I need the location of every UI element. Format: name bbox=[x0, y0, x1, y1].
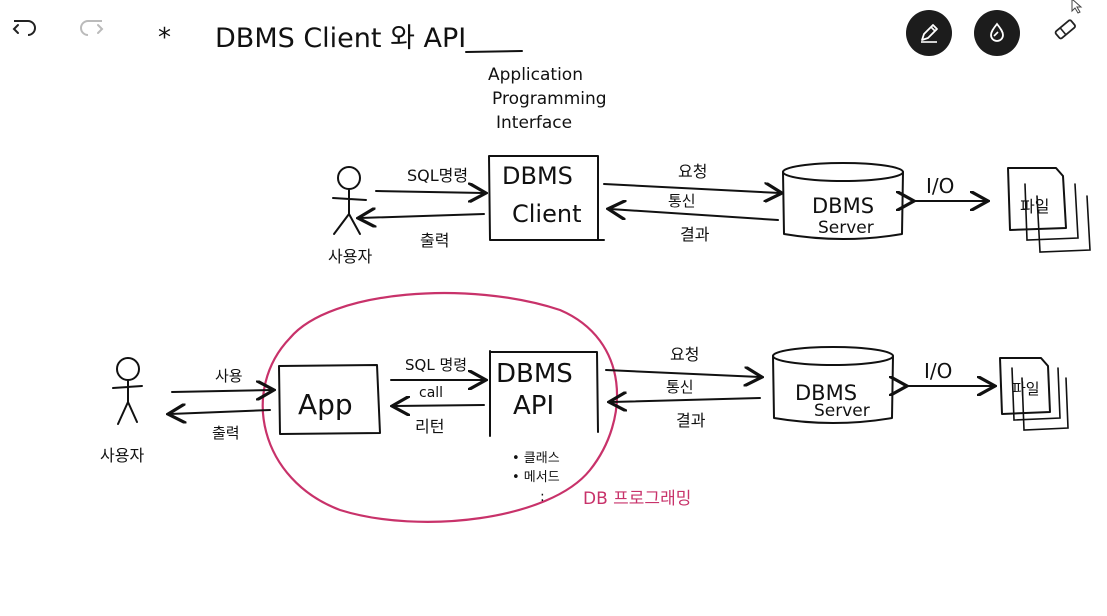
row2-ellipsis: : bbox=[540, 489, 545, 505]
row1-result-label: 결과 bbox=[680, 225, 710, 244]
eraser-icon bbox=[1054, 19, 1076, 40]
row2-arrow-to-api-result bbox=[611, 398, 761, 402]
row1-server-line1: DBMS bbox=[812, 194, 874, 218]
undo-icon bbox=[12, 20, 36, 36]
db-programming-label: DB 프로그래밍 bbox=[583, 489, 691, 509]
cursor-icon bbox=[1071, 0, 1083, 14]
api-expansion-2: Programming bbox=[492, 89, 607, 109]
row2-request-label: 요청 bbox=[670, 345, 699, 364]
row2-sql-command-label: SQL 명령 bbox=[405, 356, 467, 374]
row2-result-label: 결과 bbox=[676, 411, 706, 430]
row2-server-line1: DBMS bbox=[795, 381, 857, 405]
row2-use-label: 사용 bbox=[215, 367, 243, 385]
api-expansion-3: Interface bbox=[496, 113, 572, 133]
row1-user-figure bbox=[332, 166, 367, 235]
row1-output-label: 출력 bbox=[420, 231, 449, 250]
row1-sql-command-label: SQL명령 bbox=[407, 166, 468, 185]
row1-client-line1: DBMS bbox=[502, 162, 573, 190]
row2-user-figure bbox=[112, 357, 143, 425]
row2-api-line1: DBMS bbox=[496, 359, 573, 389]
row1-request-label: 요청 bbox=[678, 162, 707, 181]
title-underline bbox=[465, 50, 523, 53]
page-title: DBMS Client 와 API bbox=[215, 23, 466, 54]
row2-method-bullet: • 메서드 bbox=[512, 470, 560, 485]
row2-arrow-return bbox=[394, 405, 485, 406]
eraser-tool-button[interactable] bbox=[1050, 14, 1080, 44]
row1-server-line2: Server bbox=[818, 218, 874, 238]
row2-comm-label: 통신 bbox=[666, 378, 694, 396]
redo-icon bbox=[80, 20, 104, 36]
row1-arrow-to-user bbox=[360, 214, 485, 218]
highlighter-tool-button[interactable] bbox=[974, 10, 1020, 56]
row2-dbms-api-box bbox=[489, 350, 599, 437]
row1-arrow-to-server bbox=[603, 184, 780, 193]
row1-arrow-to-client-result bbox=[610, 209, 779, 221]
row2-dbms-server-cylinder bbox=[772, 346, 894, 424]
row2-class-bullet: • 클래스 bbox=[512, 451, 560, 466]
row2-arrow-to-user bbox=[170, 410, 271, 414]
row1-file-label: 파일 bbox=[1020, 197, 1049, 216]
row2-server-line2: Server bbox=[814, 401, 870, 421]
row2-arrow-to-server bbox=[605, 370, 760, 377]
row2-file-label: 파일 bbox=[1012, 380, 1040, 398]
title-bullet: * bbox=[158, 23, 171, 53]
row1-io-label: I/O bbox=[926, 174, 954, 198]
api-expansion-1: Application bbox=[488, 65, 583, 85]
row2-return-label: 리턴 bbox=[415, 417, 444, 436]
row2-app-box bbox=[278, 364, 381, 435]
row2-output-label: 출력 bbox=[212, 424, 240, 442]
row2-app-label: App bbox=[298, 388, 353, 421]
highlighter-icon bbox=[990, 22, 1004, 42]
row1-file-stack bbox=[1007, 167, 1091, 253]
pen-tool-button[interactable] bbox=[906, 10, 952, 56]
undo-button[interactable] bbox=[10, 14, 40, 44]
row2-api-line2: API bbox=[513, 391, 554, 421]
row1-client-line2: Client bbox=[512, 200, 581, 228]
row1-dbms-server-cylinder bbox=[782, 162, 904, 240]
row1-user-label: 사용자 bbox=[328, 247, 372, 266]
redo-button[interactable] bbox=[76, 14, 106, 44]
row2-call-label: call bbox=[419, 385, 443, 401]
row1-dbms-client-box bbox=[488, 155, 605, 241]
row2-file-stack bbox=[999, 357, 1069, 431]
row2-user-label: 사용자 bbox=[100, 446, 144, 465]
row1-comm-label: 통신 bbox=[668, 192, 696, 210]
row2-arrow-to-app bbox=[171, 390, 272, 392]
row2-io-label: I/O bbox=[924, 359, 952, 383]
pen-icon bbox=[921, 24, 938, 43]
row1-arrow-to-client bbox=[375, 191, 484, 193]
db-programming-circle bbox=[261, 291, 618, 523]
